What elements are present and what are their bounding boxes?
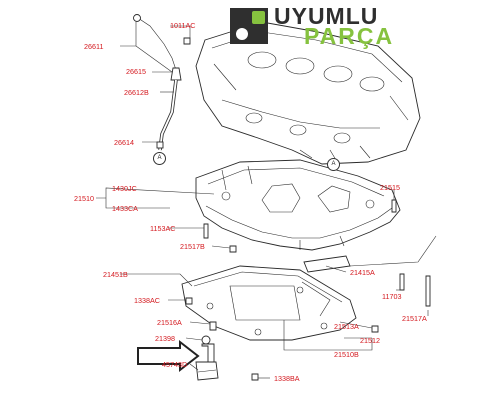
puzzle-logo-icon [230, 8, 268, 44]
drain-plug-21517b [229, 245, 237, 253]
bolt-11703 [399, 273, 405, 291]
bolt-21513a [371, 325, 379, 333]
arrow-pointer [137, 339, 200, 373]
label-21515: 21515 [380, 183, 400, 192]
dipstick-tube [156, 79, 178, 151]
label-11703: 11703 [382, 292, 401, 301]
bolt-1338ac [185, 297, 193, 305]
stud-21517a [425, 275, 431, 307]
label-21516a: 21516A [157, 318, 182, 327]
label-21510b: 21510B [334, 350, 359, 359]
label-21451b: 21451B [103, 270, 128, 279]
leader-lines [96, 22, 437, 379]
label-1338ac: 1338AC [134, 296, 160, 305]
label-1433ca: 1433CA [112, 204, 138, 213]
bolt-1338ba [251, 373, 259, 381]
bolt-21515 [391, 199, 397, 213]
label-26612b: 26612B [124, 88, 149, 97]
label-21513a: 21513A [334, 322, 359, 331]
label-21512: 21512 [360, 336, 380, 345]
label-21517b: 21517B [180, 242, 205, 251]
bolt-1011ac [183, 37, 191, 45]
label-21398: 21398 [155, 334, 175, 343]
oil-strainer [195, 343, 219, 381]
ref-marker-a-dipstick: A [153, 152, 166, 165]
logo-line2: PARÇA [304, 23, 395, 49]
baffle-21415a [303, 255, 351, 273]
ref-marker-a-pan: A [327, 158, 340, 171]
drain-plug-21516a [209, 321, 217, 331]
bolt-1153ac [203, 223, 209, 239]
label-21517a: 21517A [402, 314, 427, 323]
label-26611: 26611 [84, 42, 103, 51]
label-1011ac: 1011AC [170, 21, 195, 30]
label-1153ac: 1153AC [150, 224, 175, 233]
label-1338ba: 1338BA [274, 374, 300, 383]
label-26615: 26615 [126, 67, 146, 76]
upper-oil-pan [195, 159, 401, 251]
lower-oil-pan [181, 265, 357, 341]
label-21510: 21510 [74, 194, 94, 203]
label-45743d: 45743D [162, 360, 187, 369]
uyumlu-parca-logo: UYUMLU PARÇA [226, 3, 496, 49]
oil-dipstick [133, 14, 182, 81]
label-26614: 26614 [114, 138, 134, 147]
engine-block [195, 21, 421, 165]
label-1430jc: 1430JC [112, 184, 137, 193]
logo-line1: UYUMLU [274, 3, 379, 29]
gasket-21398 [201, 335, 211, 345]
label-21415a: 21415A [350, 268, 375, 277]
